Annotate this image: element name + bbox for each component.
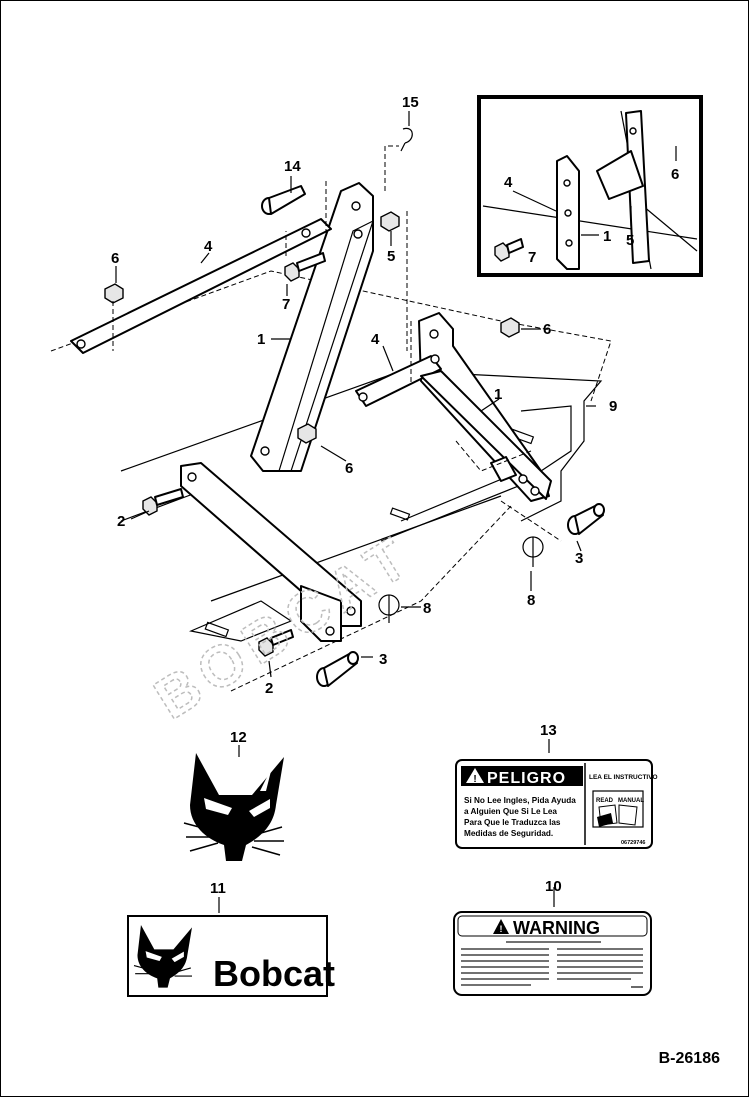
brand-name: Bobcat xyxy=(213,953,335,994)
left-a-frame-arm xyxy=(250,182,375,472)
warning-fine-print xyxy=(461,941,643,988)
diagram-reference-number: B-26186 xyxy=(658,1050,720,1067)
callout-1-right: 1 xyxy=(494,386,502,403)
callout-8-bottom: 8 xyxy=(423,600,431,617)
bobcat-brand-decal: Bobcat xyxy=(127,915,335,997)
callout-8-right: 8 xyxy=(527,592,535,609)
peligro-line-2: a Alguien Que Si Le Lea xyxy=(464,807,557,816)
bobcat-head-logo-decal xyxy=(183,753,284,861)
peligro-line-1: Si No Lee Ingles, Pida Ayuda xyxy=(464,796,576,805)
warning-safety-decal: ! WARNING xyxy=(453,911,652,996)
callout-1-inset: 1 xyxy=(603,228,611,245)
callout-6-left: 6 xyxy=(111,250,119,267)
callout-numbers: 15 14 4 6 5 7 1 4 6 1 9 6 2 3 8 8 3 2 4 … xyxy=(111,94,679,897)
callout-15: 15 xyxy=(402,94,419,111)
callout-1-left: 1 xyxy=(257,331,265,348)
svg-text:!: ! xyxy=(500,924,503,934)
lynch-pin-8-right xyxy=(522,536,544,567)
hair-pin-15 xyxy=(400,127,413,152)
callout-3-right: 3 xyxy=(575,550,583,567)
callout-2-bottom: 2 xyxy=(265,680,273,697)
assembly-lines xyxy=(112,145,562,542)
callout-5-inset: 5 xyxy=(626,232,634,249)
leader-lines xyxy=(115,111,596,913)
callout-11: 11 xyxy=(210,880,226,897)
callout-5: 5 xyxy=(387,248,395,265)
hardware xyxy=(104,127,684,687)
lynch-pin-8-bottom xyxy=(378,594,400,623)
peligro-part-number: 06729746 xyxy=(621,840,645,846)
bolt-7 xyxy=(284,252,326,282)
callout-2-left: 2 xyxy=(117,513,125,530)
callout-12: 12 xyxy=(230,729,247,746)
callout-4-right: 4 xyxy=(371,331,380,348)
inset-detail xyxy=(477,95,703,277)
callout-7: 7 xyxy=(282,296,290,313)
peligro-line-3: Para Que le Traduzca las xyxy=(464,818,561,827)
pin-3-bottom xyxy=(316,651,359,687)
callout-9: 9 xyxy=(609,398,617,415)
right-a-frame-arm xyxy=(355,312,552,502)
nut-6-upper-left xyxy=(104,283,124,304)
peligro-side-heading: LEA EL INSTRUCTIVO xyxy=(589,774,658,781)
top-link-bar xyxy=(70,218,332,354)
callout-14: 14 xyxy=(284,158,301,175)
callout-6-inset: 6 xyxy=(671,166,679,183)
callout-13: 13 xyxy=(540,722,557,739)
nut-6-center xyxy=(297,423,317,444)
peligro-safety-decal: ! PELIGRO LEA EL INSTRUCTIVO Si No Lee I… xyxy=(455,759,658,849)
bolt-2-left xyxy=(142,488,184,516)
lower-frame-rail xyxy=(180,462,362,642)
warning-title: WARNING xyxy=(513,918,600,938)
bolt-2-bottom xyxy=(258,629,294,657)
callout-4-left: 4 xyxy=(204,238,213,255)
nut-6-right xyxy=(500,317,520,338)
bobcat-brand-logo-icon xyxy=(133,925,192,988)
callout-10: 10 xyxy=(545,878,562,895)
peligro-title: PELIGRO xyxy=(487,770,566,787)
callout-3-bottom: 3 xyxy=(379,651,387,668)
callout-4-inset: 4 xyxy=(504,174,513,191)
pin-14 xyxy=(261,185,306,215)
nut-5-upper xyxy=(380,211,400,232)
callout-6-right: 6 xyxy=(543,321,551,338)
callout-6-center: 6 xyxy=(345,460,353,477)
book-manual-label: MANUAL xyxy=(618,798,644,804)
svg-text:!: ! xyxy=(473,774,476,785)
peligro-line-4: Medidas de Seguridad. xyxy=(464,829,553,838)
book-read-label: READ xyxy=(596,798,614,804)
callout-7-inset: 7 xyxy=(528,249,536,266)
pin-3-right xyxy=(567,503,605,535)
